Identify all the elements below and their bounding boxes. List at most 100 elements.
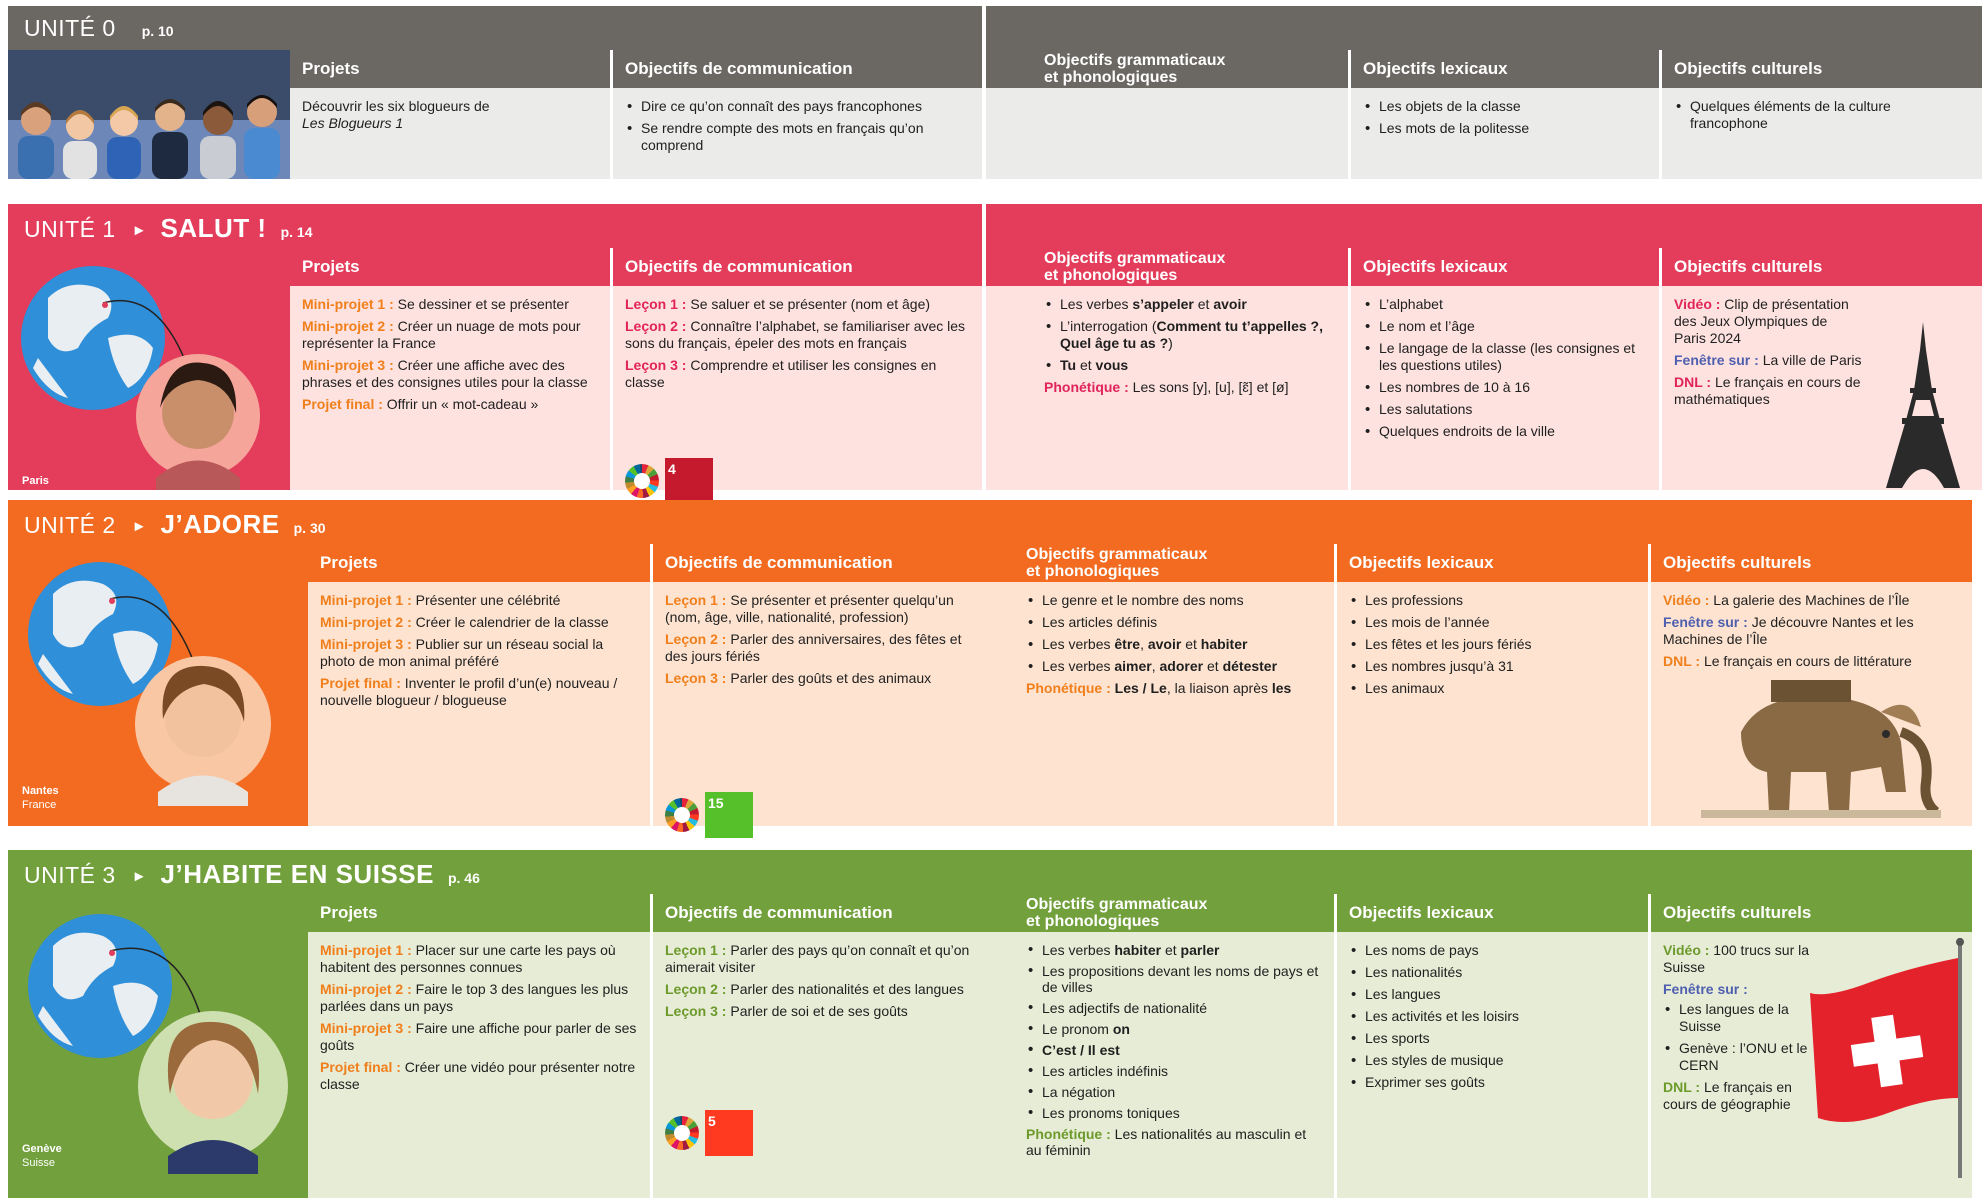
list-item: Les verbes habiter et parler	[1026, 942, 1324, 958]
list-item: Les fêtes et les jours fériés	[1349, 636, 1638, 653]
header-communication: Objectifs de communication	[625, 59, 853, 78]
culture-item: Fenêtre sur : Je découvre Nantes et les …	[1663, 614, 1962, 648]
list-item: Les verbes s’appeler et avoir	[1044, 296, 1338, 313]
communication-cell: Leçon 1 : Se saluer et se présenter (nom…	[610, 286, 982, 504]
lecon-item: Leçon 3 : Comprendre et utiliser les con…	[625, 357, 972, 391]
unit-2-banner-right	[980, 500, 1972, 544]
phonetique-bold: Les / Le	[1110, 680, 1167, 696]
header-grammaire: Objectifs grammaticaux	[1044, 250, 1226, 267]
culture-cell: Vidéo : 100 trucs sur la Suisse Fenêtre …	[1648, 932, 1972, 1198]
projet-item: Mini-projet 2 : Créer le calendrier de l…	[320, 614, 640, 631]
country-name: Suisse	[22, 1157, 56, 1169]
city-name: Genève	[22, 1143, 62, 1155]
unit-number: UNITÉ 1	[24, 216, 116, 242]
list-item: Les professions	[1349, 592, 1638, 609]
list-item: Les pronoms toniques	[1026, 1105, 1324, 1121]
gram-text: ,	[1151, 658, 1160, 674]
projet-item: Projet final : Offrir un « mot-cadeau »	[302, 396, 600, 413]
grammaire-cell: Les verbes habiter et parler Les proposi…	[980, 932, 1334, 1198]
list-item: Se rendre compte des mots en français qu…	[625, 120, 972, 154]
projet-text: Se dessiner et se présenter	[393, 296, 569, 312]
gram-bold: être	[1114, 636, 1141, 652]
sdg-number: 15	[708, 795, 724, 811]
list-item: C’est / Il est	[1026, 1042, 1324, 1058]
bloggers-illustration	[8, 50, 290, 179]
list-item: Les propositions devant les noms de pays…	[1026, 963, 1324, 995]
culture-text: Le français en cours de littérature	[1700, 653, 1912, 669]
unit-1-section: UNITÉ 1 ► SALUT ! p. 14 Paris Projets	[8, 204, 1984, 504]
sdg-number: 4	[668, 461, 676, 477]
sdg-education-icon: 4	[665, 458, 713, 504]
unit-3-banner: UNITÉ 3 ► J’HABITE EN SUISSE p. 46	[8, 850, 982, 894]
lecon-item: Leçon 2 : Parler des nationalités et des…	[665, 981, 972, 998]
phonetique-label: Phonétique :	[1044, 379, 1129, 395]
list-item: Le nom et l’âge	[1363, 318, 1649, 335]
gram-text: L’interrogation (	[1060, 318, 1157, 334]
gram-bold: vous	[1095, 357, 1129, 373]
header-lexique: Objectifs lexicaux	[1349, 903, 1494, 922]
phonetique-item: Phonétique : Les nationalités au masculi…	[1026, 1126, 1324, 1158]
projet-label: Projet final :	[320, 675, 401, 691]
list-item: Les noms de pays	[1349, 942, 1638, 959]
eiffel-tower-icon	[1886, 322, 1960, 488]
header-communication: Objectifs de communication	[665, 553, 893, 572]
projet-label: Mini-projet 1 :	[320, 942, 412, 958]
projet-label: Mini-projet 3 :	[320, 636, 412, 652]
swiss-flag-icon	[1810, 938, 1964, 1178]
unit-1-banner-right	[986, 204, 1982, 248]
bloggers-group-photo	[8, 50, 290, 179]
projet-label: Projet final :	[302, 396, 383, 412]
culture-label: Vidéo :	[1663, 942, 1710, 958]
list-item: Les langues de la Suisse	[1663, 1001, 1822, 1035]
projet-text: Placer sur une carte les pays où habiten…	[320, 942, 616, 975]
lexique-cell: Les objets de la classe Les mots de la p…	[1348, 88, 1659, 179]
gram-text: Le pronom	[1042, 1021, 1113, 1037]
projet-text: Créer le calendrier de la classe	[411, 614, 609, 630]
unit-number: UNITÉ 2	[24, 512, 116, 538]
lecon-label: Leçon 3 :	[665, 1003, 727, 1019]
unit-title: SALUT !	[160, 213, 267, 243]
header-communication: Objectifs de communication	[665, 903, 893, 922]
list-item: Les activités et les loisirs	[1349, 1008, 1638, 1025]
phonetique-text: Les nationalités au masculin et au fémin…	[1026, 1126, 1307, 1158]
projet-item: Projet final : Inventer le profil d’un(e…	[320, 675, 640, 709]
projet-label: Mini-projet 2 :	[320, 614, 412, 630]
gram-bold: avoir	[1147, 636, 1182, 652]
lecon-item: Leçon 1 : Parler des pays qu’on connaît …	[665, 942, 972, 976]
unit-3-table-left: Projets Objectifs de communication Mini-…	[308, 894, 982, 1198]
lecon-text: Parler de soi et de ses goûts	[726, 1003, 908, 1019]
culture-label: Vidéo :	[1674, 296, 1721, 312]
gram-text: Les verbes	[1042, 942, 1115, 958]
header-grammaire: Objectifs grammaticaux	[1026, 546, 1208, 563]
projet-text: Faire le top 3 des langues les plus parl…	[320, 981, 629, 1014]
header-lexique: Objectifs lexicaux	[1349, 553, 1494, 572]
projet-item: Mini-projet 3 : Publier sur un réseau so…	[320, 636, 640, 670]
lecon-label: Leçon 2 :	[665, 631, 727, 647]
projets-cell: Mini-projet 1 : Présenter une célébrité …	[308, 582, 650, 826]
culture-item: DNL : Le français en cours de mathématiq…	[1674, 374, 1862, 408]
list-item: Les adjectifs de nationalité	[1026, 1000, 1324, 1016]
globe-icon	[21, 266, 260, 490]
gram-text: ,	[1140, 636, 1148, 652]
gram-bold: s’appeler	[1132, 296, 1194, 312]
sdg-wheel-icon	[665, 798, 699, 832]
projet-text: Faire une affiche pour parler de ses goû…	[320, 1020, 637, 1053]
phonetique-item: Phonétique : Les sons [y], [u], [ɛ̃] et …	[1044, 379, 1338, 396]
country-name: France	[22, 799, 57, 811]
header-lexique: Objectifs lexicaux	[1363, 257, 1508, 276]
phonetique-label: Phonétique :	[1026, 680, 1111, 696]
culture-label: Fenêtre sur :	[1663, 614, 1748, 630]
lecon-text: Connaître l’alphabet, se familiariser av…	[625, 318, 966, 351]
list-item: Les articles indéfinis	[1026, 1063, 1324, 1079]
globe-icon	[28, 914, 288, 1174]
unit-3-banner-right	[980, 850, 1972, 894]
lecon-text: Parler des pays qu’on connaît et qu’on a…	[665, 942, 970, 975]
grammaire-cell: Le genre et le nombre des noms Les artic…	[980, 582, 1334, 826]
list-item: Les mois de l’année	[1349, 614, 1638, 631]
gram-text: Les verbes	[1042, 636, 1115, 652]
lecon-item: Leçon 2 : Connaître l’alphabet, se famil…	[625, 318, 972, 352]
